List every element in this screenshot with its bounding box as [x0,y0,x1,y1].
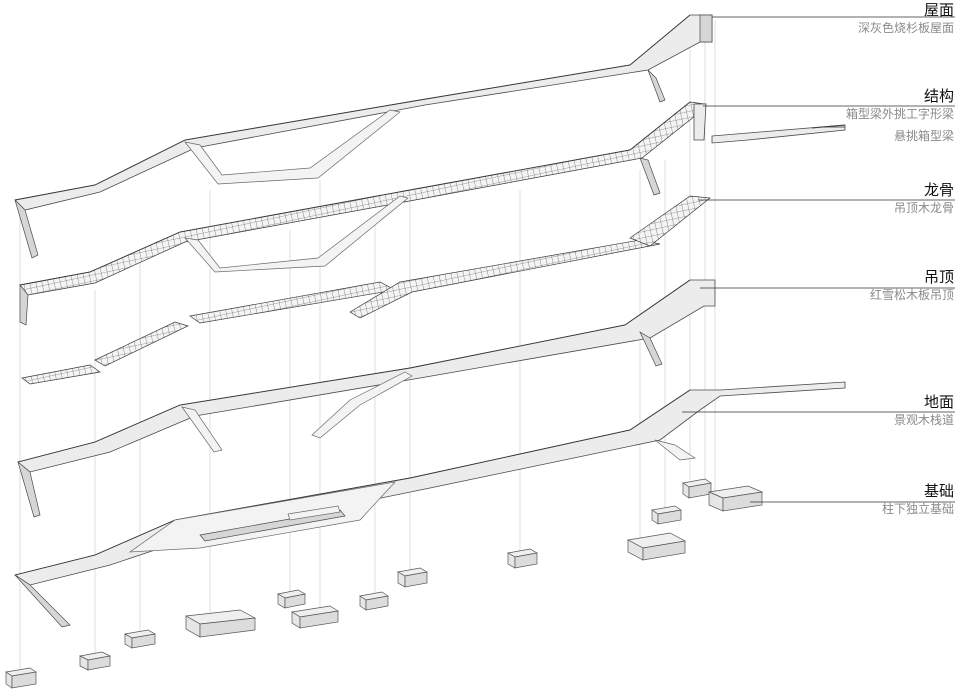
roof-subtitle: 深灰色烧杉板屋面 [857,21,954,35]
foundation-title: 基础 [923,483,954,500]
structure-subtitle-2: 悬挑箱型梁 [893,129,954,143]
footing-block [291,605,339,629]
ground-layer [14,381,846,628]
footing-block [123,629,157,649]
ceiling-title: 吊顶 [923,269,954,286]
foundation-label: 基础 柱下独立基础 [882,483,954,517]
footing-block [359,591,389,611]
footing-block [184,609,257,638]
footing-block [506,548,539,569]
keel-subtitle: 吊顶木龙骨 [893,201,954,215]
footing-block [682,478,712,499]
keel-layer [21,195,711,385]
keel-title: 龙骨 [923,182,954,199]
foundation-subtitle: 柱下独立基础 [881,502,954,516]
ceiling-layer [17,279,716,518]
roof-title: 屋面 [923,2,954,19]
ground-title: 地面 [923,394,954,411]
footing-block [78,651,112,671]
footing-block [707,485,764,512]
roof-label: 屋面 深灰色烧杉板屋面 [858,2,954,36]
structure-title: 结构 [923,88,954,105]
structure-label: 结构 箱型梁外挑工字形梁 悬挑箱型梁 [846,88,954,144]
ceiling-label: 吊顶 红雪松木板吊顶 [870,269,954,303]
footing-block [396,567,429,588]
footing-block [626,532,687,561]
ground-label: 地面 景观木栈道 [894,394,954,428]
structure-layer [19,101,846,326]
ceiling-subtitle: 红雪松木板吊顶 [869,288,954,302]
roof-layer [14,14,713,259]
leader-lines [682,16,955,503]
structure-subtitle-1: 箱型梁外挑工字形梁 [845,107,954,121]
ground-subtitle: 景观木栈道 [893,413,954,427]
footing-block [651,505,682,525]
footing-block [277,589,306,609]
footing-block [5,667,37,689]
foundation-blocks [5,478,764,689]
keel-label: 龙骨 吊顶木龙骨 [894,182,954,216]
